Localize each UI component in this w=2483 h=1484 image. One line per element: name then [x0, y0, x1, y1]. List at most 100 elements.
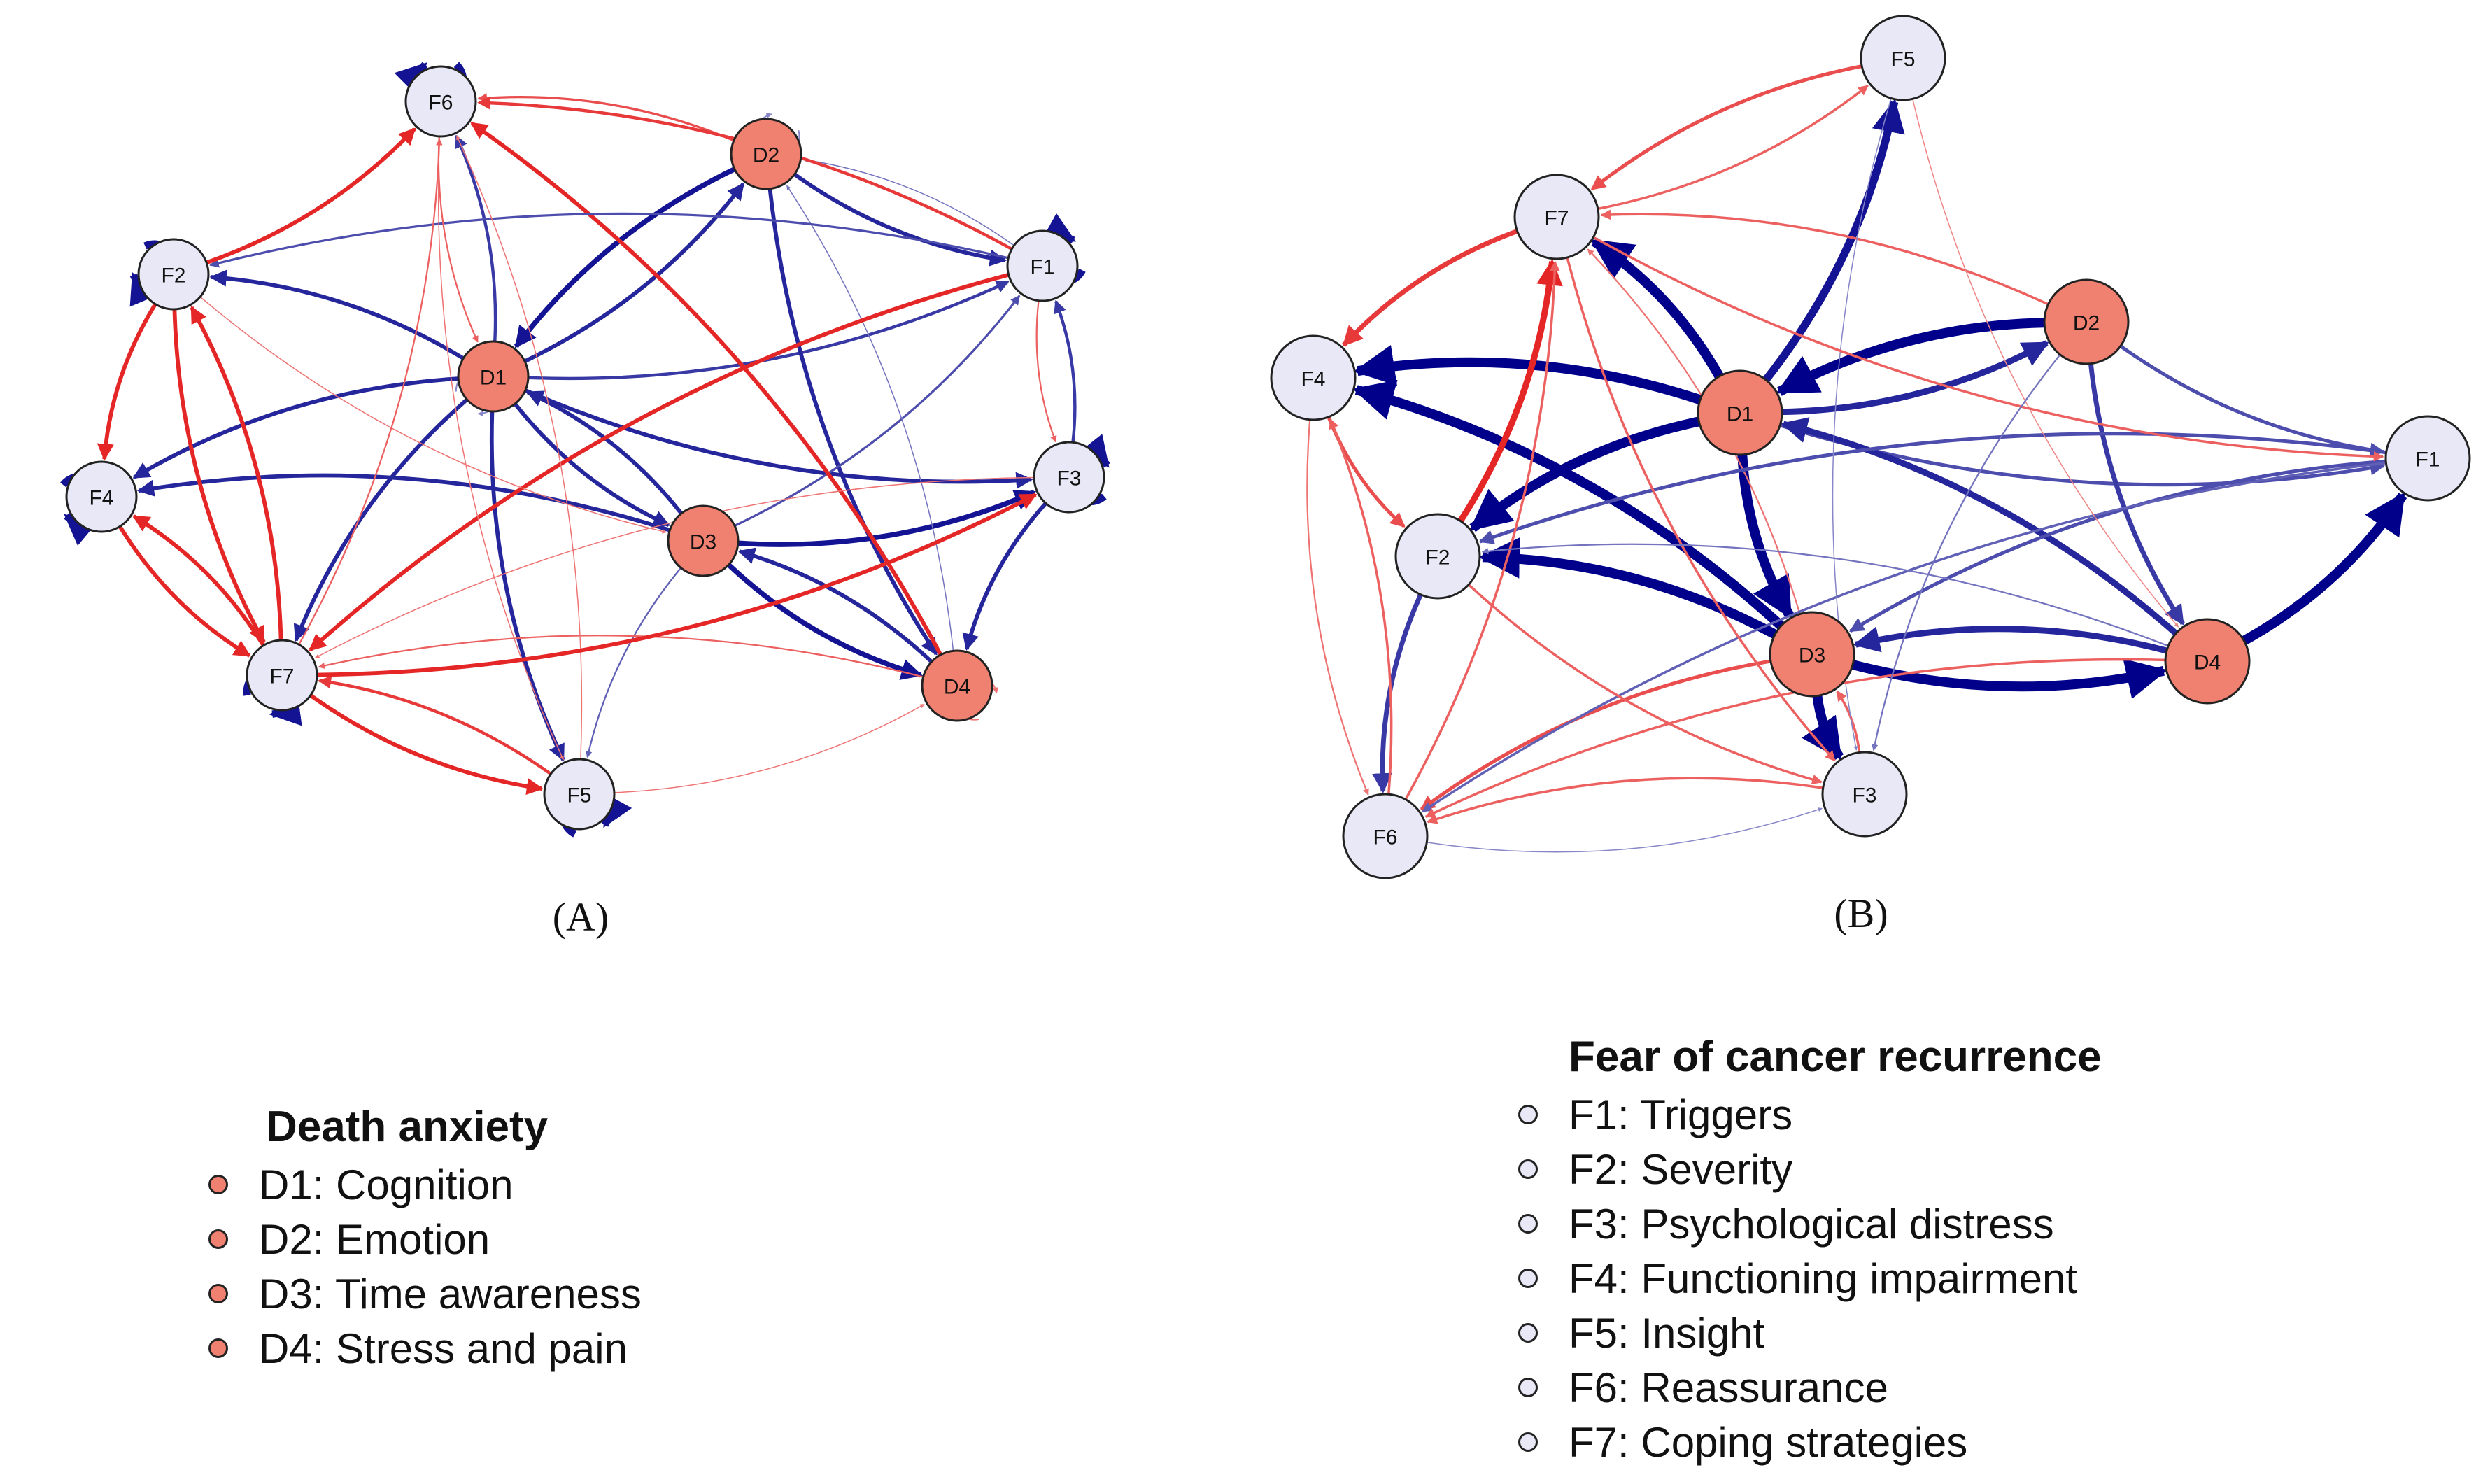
node-d4-label: D4 [2194, 651, 2221, 674]
edge-d1-to-d3 [1737, 454, 1794, 619]
panel-a-label: (A) [553, 894, 609, 940]
edge-f7-to-f6 [298, 139, 443, 645]
edge-f7-to-f5 [1597, 85, 1869, 211]
node-d2: D2 [730, 118, 802, 190]
legend-f2-dot-icon [1518, 1159, 1538, 1179]
edge-d3-to-d4 [727, 563, 924, 680]
edge-d4-to-d3 [1853, 626, 2168, 654]
node-f7: F7 [246, 639, 318, 712]
edge-d1-to-f3 [524, 388, 1033, 489]
node-d1: D1 [1697, 369, 1783, 456]
edge-f3-to-d4 [962, 502, 1047, 651]
edge-d4-to-d2 [786, 185, 954, 651]
edge-d4-to-f6 [1424, 658, 2166, 818]
edge-f2-to-f4 [97, 303, 157, 461]
legend-fcr-title: Fear of cancer recurrence [1569, 1033, 2102, 1081]
edge-d1-to-f2 [209, 269, 465, 360]
node-d2-circle [730, 118, 802, 190]
legend-item-f6: F6: Reassurance [1518, 1360, 2102, 1415]
edge-d4-to-f7 [318, 635, 924, 678]
edge-f4-to-f6 [1306, 419, 1369, 796]
edge-d3-to-f4 [136, 473, 671, 532]
legend-item-d1: D1: Cognition [208, 1157, 642, 1212]
legend-item-f5: F5: Insight [1518, 1306, 2102, 1360]
legend-d3-label: D3: Time awareness [259, 1270, 642, 1317]
legend-death-anxiety: Death anxiety D1: Cognition D2: Emotion … [208, 1102, 642, 1376]
edge-d1-to-f2 [1469, 416, 1700, 532]
edge-d3-to-f1 [734, 295, 1021, 527]
edge-f5-to-f6 [456, 135, 583, 760]
node-f7: F7 [1513, 174, 1600, 260]
edge-f1-to-f6 [1422, 461, 2386, 813]
node-d2-label: D2 [753, 144, 779, 167]
node-d2-circle [2043, 278, 2130, 365]
node-f5: F5 [1860, 15, 1946, 101]
edge-d1-to-f7 [1590, 237, 1724, 379]
node-d4-circle [921, 649, 993, 722]
panel-b-label: (B) [1834, 891, 1888, 936]
node-f5-circle [543, 758, 616, 831]
legend-item-f7: F7: Coping strategies [1518, 1415, 2102, 1469]
node-f5: F5 [543, 758, 616, 831]
node-f1-circle [2384, 415, 2471, 502]
node-f3-circle [1033, 441, 1105, 514]
edge-f4-to-f2 [1327, 416, 1406, 528]
legend-f3-label: F3: Psychological distress [1569, 1200, 2054, 1248]
edge-f5-to-f7 [318, 676, 552, 775]
edge-f3-to-d3 [1836, 690, 1861, 753]
node-d1-label: D1 [1727, 403, 1753, 426]
legend-f3-dot-icon [1518, 1214, 1538, 1234]
node-d3: D3 [667, 504, 740, 577]
edge-d1-to-f5 [1762, 99, 1905, 383]
node-f1-label: F1 [1030, 256, 1054, 279]
node-d1: D1 [457, 340, 530, 413]
edge-d3-to-f3 [737, 490, 1037, 547]
node-f2-circle [1394, 513, 1481, 600]
node-f2: F2 [137, 238, 210, 311]
edge-f5-to-f7 [1590, 64, 1862, 191]
edge-d2-to-f7 [1600, 209, 2049, 306]
legend-f2-label: F2: Severity [1569, 1145, 1793, 1193]
edge-f1-to-f7 [309, 273, 1010, 652]
node-f4-label: F4 [89, 487, 113, 510]
node-f3-label: F3 [1056, 467, 1081, 490]
legend-f7-label: F7: Coping strategies [1569, 1418, 1968, 1466]
edge-d2-to-f6 [477, 93, 735, 142]
edge-f3-to-f6 [1427, 777, 1823, 824]
node-f3-circle [1821, 751, 1908, 838]
edge-f6-to-d1 [437, 136, 479, 343]
edge-f2-to-f6 [1372, 593, 1423, 793]
edge-f6-to-f5 [437, 136, 564, 761]
edge-d1-to-f6 [455, 134, 497, 342]
node-d1-circle [1697, 369, 1783, 456]
legend-item-f1: F1: Triggers [1518, 1087, 2102, 1142]
node-f4-circle [65, 460, 138, 533]
legend-f6-dot-icon [1518, 1378, 1538, 1397]
edge-d4-to-d3 [737, 547, 933, 663]
edge-d1-to-f1 [528, 280, 1010, 381]
node-d3-circle [1769, 611, 1855, 698]
edge-f5-to-d4 [614, 703, 925, 793]
node-f5-label: F5 [1890, 48, 1915, 71]
node-f3-label: F3 [1852, 784, 1876, 807]
edge-f1-to-f3 [1035, 300, 1057, 443]
edge-f3-to-f1 [1054, 299, 1077, 443]
node-d3-label: D3 [690, 531, 716, 554]
node-f2-label: F2 [161, 264, 185, 288]
node-f1-label: F1 [2415, 448, 2440, 472]
edge-f7-to-f3 [316, 493, 1038, 677]
edge-d2-to-f1 [793, 172, 1007, 267]
edge-d2-to-d4 [767, 188, 938, 656]
node-d4: D4 [2164, 618, 2251, 705]
legend-d4-label: D4: Stress and pain [259, 1324, 628, 1372]
legend-item-f3: F3: Psychological distress [1518, 1196, 2102, 1251]
legend-fear-of-cancer-recurrence: Fear of cancer recurrence F1: Triggers F… [1518, 1032, 2102, 1469]
node-f1: F1 [1006, 229, 1079, 302]
edge-d3-to-f4 [1352, 379, 1785, 630]
node-f6-circle [1342, 793, 1429, 879]
edge-d4-to-f1 [2241, 492, 2407, 645]
edge-f7-to-f3 [1566, 257, 1836, 762]
